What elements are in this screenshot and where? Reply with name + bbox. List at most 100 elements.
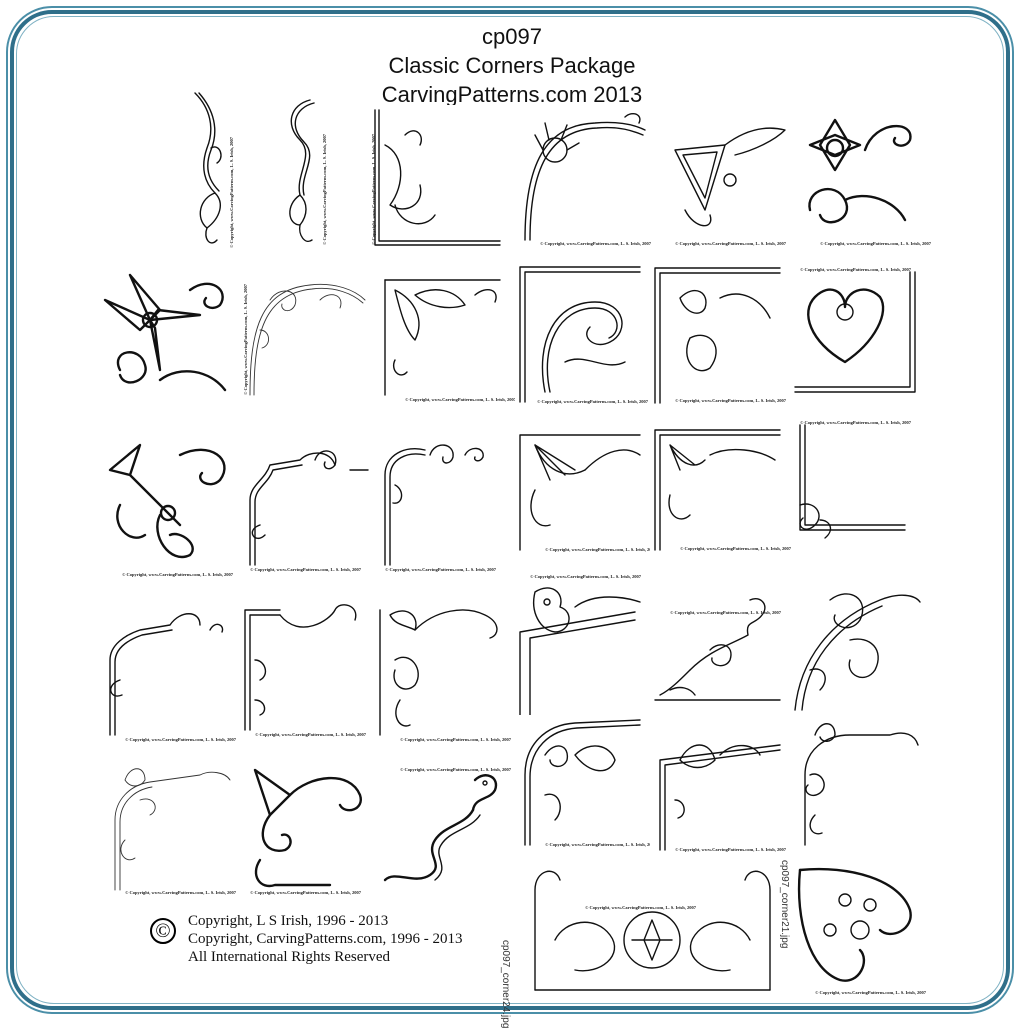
tile-caption: © Copyright, www.CarvingPatterns.com, L.…: [815, 990, 926, 995]
tile-caption: © Copyright, www.CarvingPatterns.com, L.…: [800, 267, 911, 272]
tile-caption: © Copyright, www.CarvingPatterns.com, L.…: [243, 284, 248, 395]
leaf-scroll-icon: [108, 443, 226, 559]
fan-corner-icon: [524, 113, 646, 241]
pattern-tile-heart-frame[interactable]: © Copyright, www.CarvingPatterns.com, L.…: [790, 262, 925, 407]
tile-caption: © Copyright, www.CarvingPatterns.com, L.…: [229, 137, 234, 248]
pattern-tile-ribbon-knot[interactable]: [790, 580, 925, 715]
paisley-frame-icon: [519, 266, 641, 403]
tile-caption: © Copyright, www.CarvingPatterns.com, L.…: [371, 134, 376, 245]
pattern-tile-dragon[interactable]: © Copyright, www.CarvingPatterns.com, L.…: [375, 765, 515, 895]
pattern-tile-scroll-vine[interactable]: © Copyright, www.CarvingPatterns.com, L.…: [240, 270, 370, 405]
filename-label-right: cp097_corner21.jpg: [779, 860, 790, 949]
scroll-corner-icon: [249, 450, 369, 566]
scroll-corner-icon: [384, 444, 484, 566]
pattern-tile-tulip-corner[interactable]: © Copyright, www.CarvingPatterns.com, L.…: [375, 270, 516, 405]
package-code: cp097: [482, 24, 542, 49]
double-line-corner-icon: [799, 424, 906, 539]
pattern-tile-corner-fan[interactable]: © Copyright, www.CarvingPatterns.com, L.…: [515, 105, 651, 250]
griffin-icon: [654, 598, 781, 701]
pattern-tile-scroll-corner-4[interactable]: © Copyright, www.CarvingPatterns.com, L.…: [240, 600, 375, 740]
bird-frame-icon: [519, 587, 641, 743]
heart-frame-icon: [794, 271, 916, 393]
header: cp097 Classic Corners Package CarvingPat…: [0, 22, 1024, 109]
shell-corner-icon: [519, 434, 641, 551]
big-flower-icon: [103, 273, 227, 392]
knot-bird-icon: [674, 127, 786, 227]
pattern-tile-double-line-corner[interactable]: © Copyright, www.CarvingPatterns.com, L.…: [795, 420, 925, 560]
pattern-tile-fleur-scroll[interactable]: © Copyright, www.CarvingPatterns.com, L.…: [240, 760, 375, 900]
tile-caption: © Copyright, www.CarvingPatterns.com, L.…: [800, 420, 911, 425]
tile-caption: © Copyright, www.CarvingPatterns.com, L.…: [820, 241, 931, 246]
lily-frame-icon: [654, 267, 781, 404]
pattern-tile-vine-leaf-1[interactable]: © Copyright, www.CarvingPatterns.com, L.…: [185, 88, 240, 258]
fan-scroll-icon: [654, 429, 781, 551]
tile-caption: © Copyright, www.CarvingPatterns.com, L.…: [670, 610, 781, 615]
pattern-tile-swan-border[interactable]: © Copyright, www.CarvingPatterns.com, L.…: [515, 860, 790, 1000]
tile-caption: © Copyright, www.CarvingPatterns.com, L.…: [530, 574, 641, 579]
tile-caption: © Copyright, www.CarvingPatterns.com, L.…: [255, 732, 366, 737]
pattern-tile-scroll-corner-3[interactable]: © Copyright, www.CarvingPatterns.com, L.…: [100, 600, 236, 745]
floral-spray-icon: [114, 768, 231, 891]
tile-caption: © Copyright, www.CarvingPatterns.com, L.…: [585, 905, 696, 910]
ribbon-knot-icon: [794, 593, 921, 711]
vine-leaf-icon: [194, 92, 222, 244]
pattern-tile-paisley-frame[interactable]: © Copyright, www.CarvingPatterns.com, L.…: [515, 262, 648, 407]
scroll-corner-icon: [244, 604, 357, 731]
ribbon-corner-icon: [659, 744, 781, 851]
vine-leaf-icon: [289, 99, 315, 242]
tile-caption: © Copyright, www.CarvingPatterns.com, L.…: [125, 737, 236, 742]
tulip-corner-icon: [384, 279, 501, 396]
pattern-tile-flower-swirl[interactable]: © Copyright, www.CarvingPatterns.com, L.…: [795, 110, 931, 250]
tile-caption: © Copyright, www.CarvingPatterns.com, L.…: [675, 241, 786, 246]
tile-caption: © Copyright, www.CarvingPatterns.com, L.…: [537, 399, 648, 404]
tile-caption: © Copyright, www.CarvingPatterns.com, L.…: [545, 842, 656, 847]
pattern-tile-leaf-scroll[interactable]: © Copyright, www.CarvingPatterns.com, L.…: [100, 435, 240, 580]
pattern-tile-curl-corner[interactable]: [790, 715, 925, 855]
tile-caption: © Copyright, www.CarvingPatterns.com, L.…: [125, 890, 236, 895]
tile-caption: © Copyright, www.CarvingPatterns.com, L.…: [250, 890, 361, 895]
pattern-tile-leaf-circles[interactable]: © Copyright, www.CarvingPatterns.com, L.…: [790, 860, 926, 1000]
package-title: Classic Corners Package: [388, 53, 636, 78]
pattern-tile-griffin[interactable]: © Copyright, www.CarvingPatterns.com, L.…: [650, 590, 785, 710]
pattern-tile-feather-frame[interactable]: © Copyright, www.CarvingPatterns.com, L.…: [515, 715, 656, 850]
scroll-vine-icon: [249, 283, 366, 396]
tile-caption: © Copyright, www.CarvingPatterns.com, L.…: [122, 572, 233, 577]
leaf-circles-icon: [797, 867, 912, 982]
package-site: CarvingPatterns.com 2013: [381, 82, 643, 107]
tile-caption: © Copyright, www.CarvingPatterns.com, L.…: [405, 397, 516, 402]
swan-border-icon: [534, 870, 771, 991]
curl-corner-icon: [804, 723, 919, 846]
tile-caption: © Copyright, www.CarvingPatterns.com, L.…: [322, 134, 327, 245]
pattern-tile-lily-frame[interactable]: © Copyright, www.CarvingPatterns.com, L.…: [650, 258, 786, 408]
feather-frame-icon: [524, 719, 641, 846]
pattern-tile-scroll-corner-2[interactable]: © Copyright, www.CarvingPatterns.com, L.…: [375, 435, 510, 575]
pattern-tile-scroll-corner-1[interactable]: © Copyright, www.CarvingPatterns.com, L.…: [240, 440, 375, 575]
pattern-tile-ribbon-corner[interactable]: © Copyright, www.CarvingPatterns.com, L.…: [650, 730, 790, 855]
pattern-tile-fan-scroll[interactable]: © Copyright, www.CarvingPatterns.com, L.…: [650, 425, 791, 555]
flower-swirl-icon: [808, 118, 912, 224]
pattern-tile-acanthus-corner[interactable]: © Copyright, www.CarvingPatterns.com, L.…: [375, 600, 511, 745]
tile-caption: © Copyright, www.CarvingPatterns.com, L.…: [675, 398, 786, 403]
pattern-tile-big-flower[interactable]: [100, 270, 235, 405]
copyright-line-2: Copyright, CarvingPatterns.com, 1996 - 2…: [188, 931, 463, 947]
tile-caption: © Copyright, www.CarvingPatterns.com, L.…: [400, 767, 511, 772]
pattern-tile-shell-corner[interactable]: © Copyright, www.CarvingPatterns.com, L.…: [515, 430, 656, 555]
circle-c-icon: ©: [150, 918, 176, 944]
tile-caption: © Copyright, www.CarvingPatterns.com, L.…: [680, 546, 791, 551]
frame-inner: [16, 16, 1004, 1004]
frame-mid: [10, 10, 1010, 1010]
tile-caption: © Copyright, www.CarvingPatterns.com, L.…: [540, 241, 651, 246]
tile-caption: © Copyright, www.CarvingPatterns.com, L.…: [545, 547, 656, 552]
pattern-tile-floral-spray[interactable]: © Copyright, www.CarvingPatterns.com, L.…: [100, 760, 236, 900]
scroll-corner-icon: [109, 613, 224, 736]
frame-outer: [6, 6, 1014, 1014]
tile-caption: © Copyright, www.CarvingPatterns.com, L.…: [400, 737, 511, 742]
acanthus-corner-icon: [379, 609, 498, 736]
pattern-tile-corner-tulip[interactable]: © Copyright, www.CarvingPatterns.com, L.…: [365, 105, 505, 255]
pattern-tile-vine-leaf-2[interactable]: © Copyright, www.CarvingPatterns.com, L.…: [270, 95, 330, 255]
tulip-corner-icon: [374, 109, 501, 246]
copyright-line-3: All International Rights Reserved: [188, 949, 391, 965]
fleur-scroll-icon: [253, 768, 362, 888]
pattern-tile-knot-bird[interactable]: © Copyright, www.CarvingPatterns.com, L.…: [665, 110, 790, 250]
copyright-line-1: Copyright, L S Irish, 1996 - 2013: [188, 913, 389, 929]
